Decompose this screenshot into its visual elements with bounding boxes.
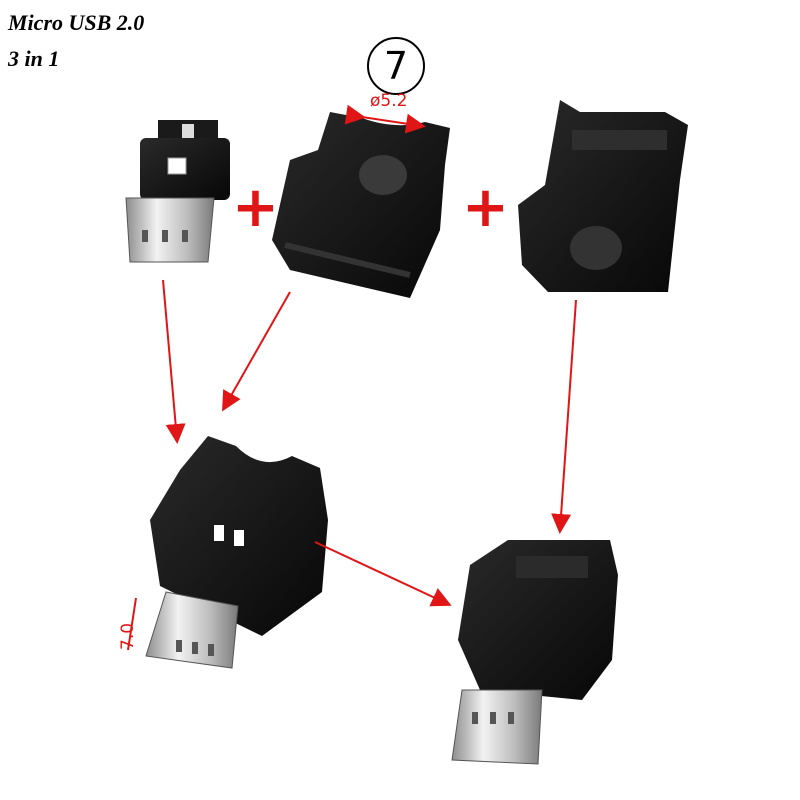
assembled-plug-part [127, 436, 328, 669]
title-line-1: Micro USB 2.0 [8, 10, 145, 35]
title-line-2: 3 in 1 [8, 46, 60, 71]
part-number-badge: 7 [367, 37, 425, 95]
bottom-cover-part [518, 100, 688, 292]
top-cover-part [272, 104, 450, 298]
plus-sign-1: + [232, 175, 279, 240]
micro-usb-plug-part [125, 120, 230, 263]
assembly-arrows [162, 279, 577, 607]
assembled-adapter-part [451, 540, 618, 765]
plus-sign-2: + [462, 175, 509, 240]
